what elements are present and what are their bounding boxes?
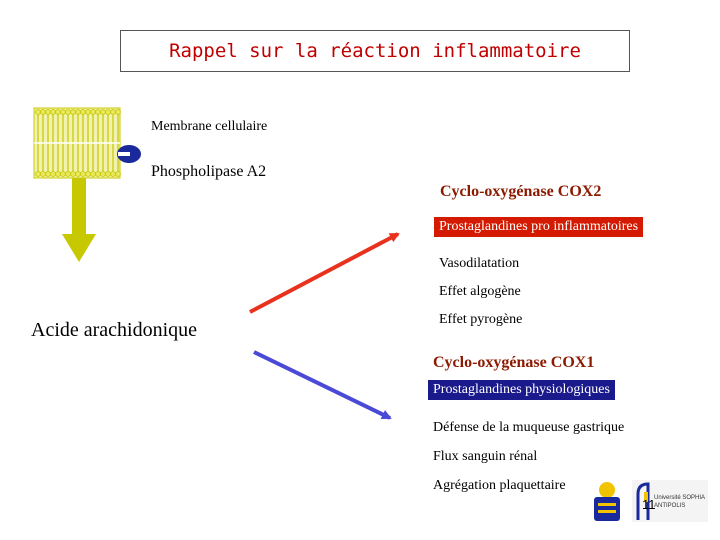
university-emblem-icon	[594, 482, 620, 521]
page-title: Rappel sur la réaction inflammatoire	[169, 40, 581, 62]
cox1-effect: Flux sanguin rénal	[433, 449, 538, 464]
down-arrow	[62, 178, 96, 262]
cox2-arrow	[249, 232, 400, 314]
cox1-box: Prostaglandines physiologiques	[428, 380, 615, 400]
cox2-box: Prostaglandines pro inflammatoires	[434, 217, 644, 237]
cox2-effect: Effet algogène	[439, 284, 521, 299]
cox1-effect: Défense de la muqueuse gastrique	[433, 420, 625, 435]
phospholipase-label: Phospholipase A2	[151, 163, 267, 180]
membrane-bilayer	[33, 107, 121, 179]
page-number: 11	[642, 497, 656, 512]
title-box: Rappel sur la réaction inflammatoire	[120, 30, 630, 72]
cox2-effect: Effet pyrogène	[439, 312, 523, 327]
university-logo-icon	[632, 480, 708, 522]
enzyme-shape	[117, 145, 141, 163]
cox1-arrow	[253, 350, 392, 420]
acide-label: Acide arachidonique	[31, 319, 198, 341]
university-name: Université SOPHIA ANTIPOLIS	[654, 495, 705, 509]
cox1-effect: Agrégation plaquettaire	[433, 478, 566, 493]
cox2-title: Cyclo-oxygénase COX2	[440, 183, 602, 200]
cox1-title: Cyclo-oxygénase COX1	[433, 354, 595, 371]
cox2-effect: Vasodilatation	[439, 256, 520, 271]
membrane-label: Membrane cellulaire	[151, 119, 268, 134]
